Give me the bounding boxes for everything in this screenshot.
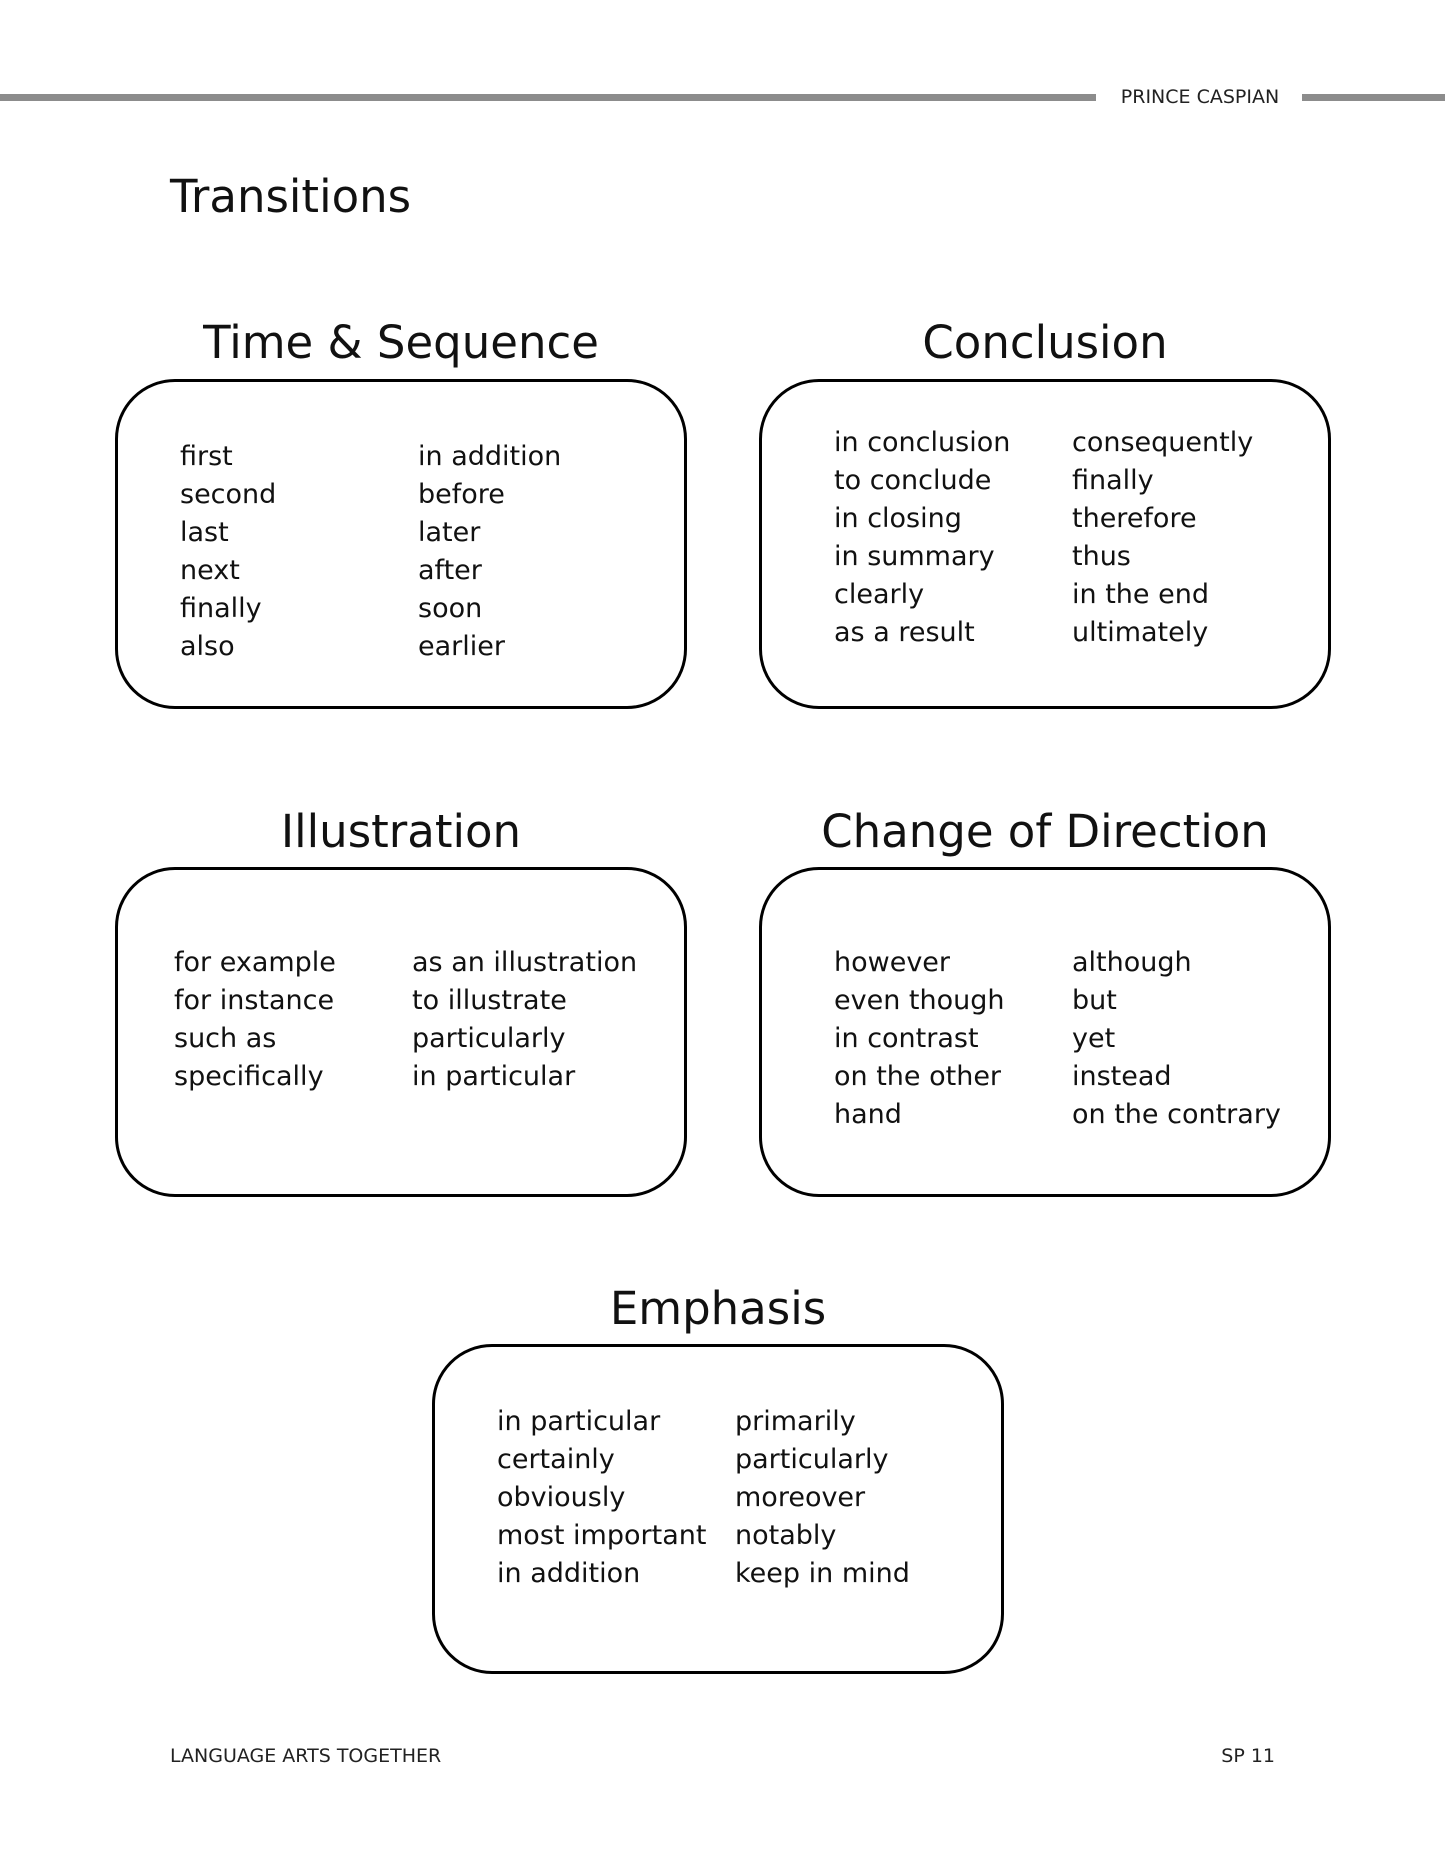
- list-item: in addition: [497, 1558, 641, 1589]
- list-item: as an illustration: [412, 947, 638, 978]
- list-item: in particular: [412, 1061, 576, 1092]
- list-item: in closing: [834, 503, 962, 534]
- list-item: particularly: [735, 1444, 889, 1475]
- list-item: although: [1072, 947, 1192, 978]
- list-item: notably: [735, 1520, 837, 1551]
- list-item: yet: [1072, 1023, 1116, 1054]
- header-rule-left: [0, 94, 1096, 101]
- list-item: after: [418, 555, 482, 586]
- list-item: clearly: [834, 579, 925, 610]
- list-item: even though: [834, 985, 1005, 1016]
- list-item: on the other: [834, 1061, 1002, 1092]
- list-item: however: [834, 947, 951, 978]
- section-heading-illustration: Illustration: [280, 805, 522, 858]
- list-item: in contrast: [834, 1023, 979, 1054]
- list-item: in summary: [834, 541, 995, 572]
- list-item: in addition: [418, 441, 562, 472]
- list-left: however even though in contrast on the o…: [834, 944, 1004, 1134]
- list-item: such as: [174, 1023, 277, 1054]
- list-item: most important: [497, 1520, 707, 1551]
- list-item: finally: [1072, 465, 1154, 496]
- footer-page-number: SP 11: [1221, 1745, 1275, 1767]
- page-title: Transitions: [170, 170, 412, 223]
- list-item: particularly: [412, 1023, 566, 1054]
- list-item: in particular: [497, 1406, 661, 1437]
- list-item: last: [180, 517, 229, 548]
- list-item: as a result: [834, 617, 975, 648]
- list-item: specifically: [174, 1061, 324, 1092]
- header-rule-right: [1302, 94, 1445, 101]
- list-left: in conclusion to conclude in closing in …: [834, 424, 1010, 652]
- box-emphasis: in particular certainly obviously most i…: [432, 1344, 1004, 1674]
- list-item: obviously: [497, 1482, 626, 1513]
- list-item: also: [180, 631, 235, 662]
- list-right: as an illustration to illustrate particu…: [412, 944, 637, 1096]
- list-left: in particular certainly obviously most i…: [497, 1403, 706, 1593]
- running-head: PRINCE CASPIAN: [1120, 86, 1280, 108]
- list-item: second: [180, 479, 277, 510]
- list-item: first: [180, 441, 233, 472]
- box-conclusion: in conclusion to conclude in closing in …: [759, 379, 1331, 709]
- list-item: consequently: [1072, 427, 1254, 458]
- list-item: keep in mind: [735, 1558, 910, 1589]
- list-item: for instance: [174, 985, 335, 1016]
- list-item: certainly: [497, 1444, 615, 1475]
- box-illustration: for example for instance such as specifi…: [115, 867, 687, 1197]
- list-item: primarily: [735, 1406, 856, 1437]
- box-change-of-direction: however even though in contrast on the o…: [759, 867, 1331, 1197]
- list-item: later: [418, 517, 481, 548]
- list-right: primarily particularly moreover notably …: [735, 1403, 910, 1593]
- list-right: although but yet instead on the contrary: [1072, 944, 1281, 1134]
- list-item: to illustrate: [412, 985, 567, 1016]
- list-item: on the contrary: [1072, 1099, 1281, 1130]
- section-heading-time-sequence: Time & Sequence: [203, 316, 599, 369]
- list-item: in conclusion: [834, 427, 1011, 458]
- list-item: ultimately: [1072, 617, 1209, 648]
- list-item: therefore: [1072, 503, 1197, 534]
- list-item: finally: [180, 593, 262, 624]
- list-right: in addition before later after soon earl…: [418, 438, 561, 666]
- section-heading-emphasis: Emphasis: [609, 1282, 827, 1335]
- section-heading-conclusion: Conclusion: [922, 316, 1168, 369]
- footer-book-title: LANGUAGE ARTS TOGETHER: [170, 1745, 442, 1767]
- list-item: soon: [418, 593, 483, 624]
- list-item: in the end: [1072, 579, 1209, 610]
- list-item: to conclude: [834, 465, 992, 496]
- list-item: before: [418, 479, 505, 510]
- list-item: moreover: [735, 1482, 866, 1513]
- list-right: consequently finally therefore thus in t…: [1072, 424, 1253, 652]
- list-left: first second last next finally also: [180, 438, 276, 666]
- list-item: for example: [174, 947, 336, 978]
- list-item: thus: [1072, 541, 1131, 572]
- list-left: for example for instance such as specifi…: [174, 944, 336, 1096]
- list-item: hand: [834, 1099, 902, 1130]
- list-item: earlier: [418, 631, 505, 662]
- list-item: but: [1072, 985, 1117, 1016]
- list-item: next: [180, 555, 240, 586]
- box-time-sequence: first second last next finally also in a…: [115, 379, 687, 709]
- section-heading-change-of-direction: Change of Direction: [821, 805, 1269, 858]
- list-item: instead: [1072, 1061, 1172, 1092]
